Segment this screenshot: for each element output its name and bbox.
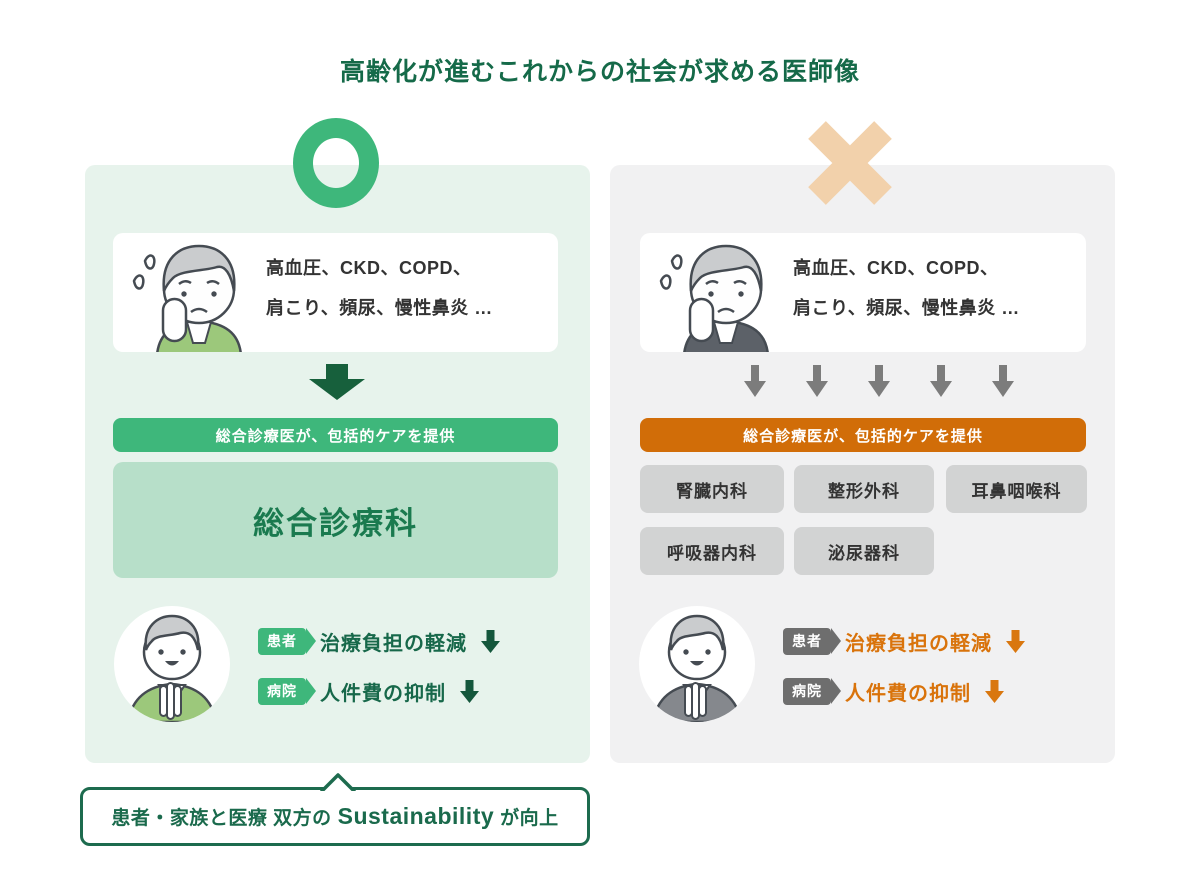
benefits-list: 患者 治療負担の軽減 病院 人件費の抑制 xyxy=(258,627,500,705)
happy-patient-illustration xyxy=(126,614,218,722)
symptoms-card: 高血圧、CKD、COPD、 肩こり、頻尿、慢性鼻炎 … xyxy=(113,233,558,352)
down-arrow-icon xyxy=(309,364,365,400)
benefit-row-hospital: 病院 人件費の抑制 xyxy=(783,677,1025,705)
multi-down-arrows xyxy=(744,365,1014,397)
happy-patient-illustration xyxy=(651,614,743,722)
care-banner: 総合診療医が、包括的ケアを提供 xyxy=(640,418,1086,452)
benefit-row-patient: 患者 治療負担の軽減 xyxy=(258,627,500,655)
benefit-text: 治療負担の軽減 xyxy=(845,632,992,655)
symptoms-text: 高血圧、CKD、COPD、 肩こり、頻尿、慢性鼻炎 … xyxy=(793,248,1020,328)
department-box: 呼吸器内科 xyxy=(640,527,784,575)
down-arrow-icon xyxy=(806,365,828,397)
down-arrow-icon xyxy=(744,365,766,397)
down-arrow-icon xyxy=(868,365,890,397)
sustainability-text-em: Sustainability xyxy=(337,803,495,829)
recommended-panel: 高血圧、CKD、COPD、 肩こり、頻尿、慢性鼻炎 … 総合診療医が、包括的ケア… xyxy=(85,165,590,763)
care-banner: 総合診療医が、包括的ケアを提供 xyxy=(113,418,558,452)
sustainability-text-pre: 患者・家族と医療 双方の xyxy=(111,808,332,829)
symptoms-line2: 肩こり、頻尿、慢性鼻炎 … xyxy=(793,298,1020,318)
page-title: 高齢化が進むこれからの社会が求める医師像 xyxy=(339,58,860,86)
department-box: 泌尿器科 xyxy=(794,527,934,575)
hospital-badge: 病院 xyxy=(258,677,316,705)
down-arrow-icon xyxy=(992,365,1014,397)
sustainability-text-post: が向上 xyxy=(500,808,559,829)
down-arrow-icon xyxy=(985,679,1004,703)
benefits-list: 患者 治療負担の軽減 病院 人件費の抑制 xyxy=(783,627,1025,705)
benefit-row-patient: 患者 治療負担の軽減 xyxy=(783,627,1025,655)
benefit-text: 人件費の抑制 xyxy=(320,682,446,705)
general-medicine-box: 総合診療科 xyxy=(113,462,558,578)
worried-patient-illustration xyxy=(132,244,242,352)
down-arrow-icon xyxy=(481,629,500,653)
cross-ng-icon xyxy=(808,121,892,205)
happy-patient-avatar xyxy=(639,606,755,722)
symptoms-text: 高血圧、CKD、COPD、 肩こり、頻尿、慢性鼻炎 … xyxy=(266,248,493,328)
symptoms-line1: 高血圧、CKD、COPD、 xyxy=(266,258,472,278)
hospital-badge: 病院 xyxy=(783,677,841,705)
down-arrow-icon xyxy=(930,365,952,397)
department-box: 腎臓内科 xyxy=(640,465,784,513)
symptoms-card: 高血圧、CKD、COPD、 肩こり、頻尿、慢性鼻炎 … xyxy=(640,233,1086,352)
not-recommended-panel: 高血圧、CKD、COPD、 肩こり、頻尿、慢性鼻炎 … 総合診療医が、包括的ケア… xyxy=(610,165,1115,763)
benefit-row-hospital: 病院 人件費の抑制 xyxy=(258,677,500,705)
patient-badge: 患者 xyxy=(783,627,841,655)
department-box: 整形外科 xyxy=(794,465,934,513)
worried-patient-illustration xyxy=(659,244,769,352)
benefit-text: 人件費の抑制 xyxy=(845,682,971,705)
down-arrow-icon xyxy=(1006,629,1025,653)
symptoms-line2: 肩こり、頻尿、慢性鼻炎 … xyxy=(266,298,493,318)
circle-ok-icon xyxy=(293,118,379,208)
callout-caret-icon xyxy=(320,773,356,791)
benefit-text: 治療負担の軽減 xyxy=(320,632,467,655)
patient-badge: 患者 xyxy=(258,627,316,655)
department-box: 耳鼻咽喉科 xyxy=(946,465,1087,513)
down-arrow-icon xyxy=(460,679,479,703)
symptoms-line1: 高血圧、CKD、COPD、 xyxy=(793,258,999,278)
happy-patient-avatar xyxy=(114,606,230,722)
